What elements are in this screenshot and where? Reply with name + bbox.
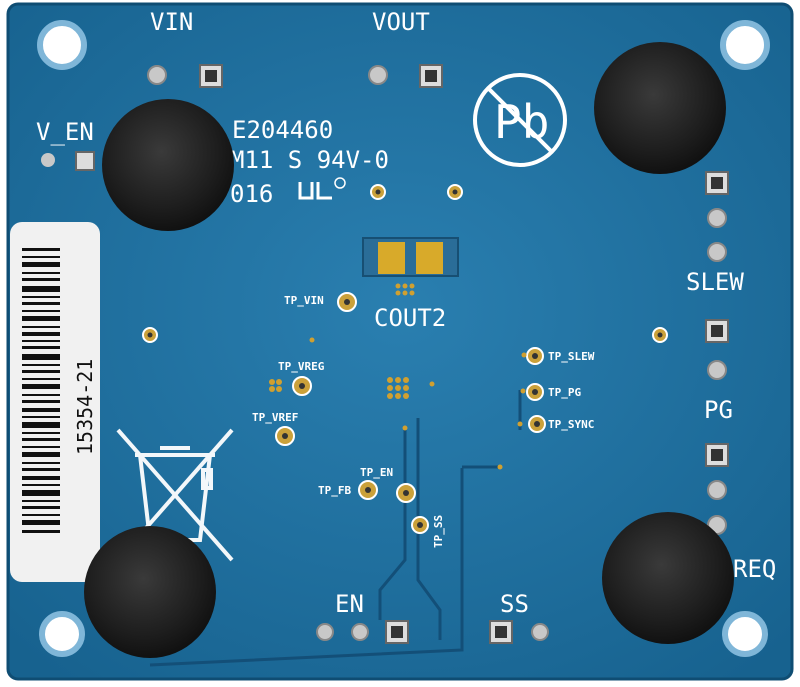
label-tp-vin: TP_VIN xyxy=(284,294,324,307)
pb-free-icon: Pb xyxy=(473,73,567,167)
label-v-en: V_EN xyxy=(36,118,94,146)
rubber-feet xyxy=(84,42,734,658)
label-pg: PG xyxy=(704,396,733,424)
label-rating: M11 S 94V-0 xyxy=(230,146,389,174)
cout2-pads xyxy=(362,237,459,296)
via-holes xyxy=(147,189,663,528)
label-en: EN xyxy=(335,590,364,618)
label-ul-number: E204460 xyxy=(232,116,333,144)
label-ss: SS xyxy=(500,590,529,618)
label-tp-fb: TP_FB xyxy=(318,484,351,497)
barcode-serial: 15354-21 xyxy=(73,359,97,455)
header-pins xyxy=(41,64,729,644)
pb-text: Pb xyxy=(494,95,549,149)
label-tp-vref: TP_VREF xyxy=(252,411,298,424)
label-tp-slew: TP_SLEW xyxy=(548,350,595,363)
ul-mark-icon xyxy=(298,177,346,200)
label-tp-ss: TP_SS xyxy=(432,515,445,548)
label-vin: VIN xyxy=(150,8,193,36)
label-tp-vreg: TP_VREG xyxy=(278,360,325,373)
label-tp-en: TP_EN xyxy=(360,466,393,479)
label-tp-pg: TP_PG xyxy=(548,386,581,399)
label-tp-sync: TP_SYNC xyxy=(548,418,594,431)
label-year: 016 xyxy=(230,180,273,208)
ic-pads xyxy=(269,337,527,470)
barcode-label: 15354-21 xyxy=(10,222,100,582)
label-cout2: COUT2 xyxy=(374,304,446,332)
label-vout: VOUT xyxy=(372,8,430,36)
label-freq: REQ xyxy=(733,555,776,583)
label-slew: SLEW xyxy=(686,268,744,296)
copper-traces xyxy=(149,390,522,667)
mounting-holes xyxy=(37,20,770,657)
